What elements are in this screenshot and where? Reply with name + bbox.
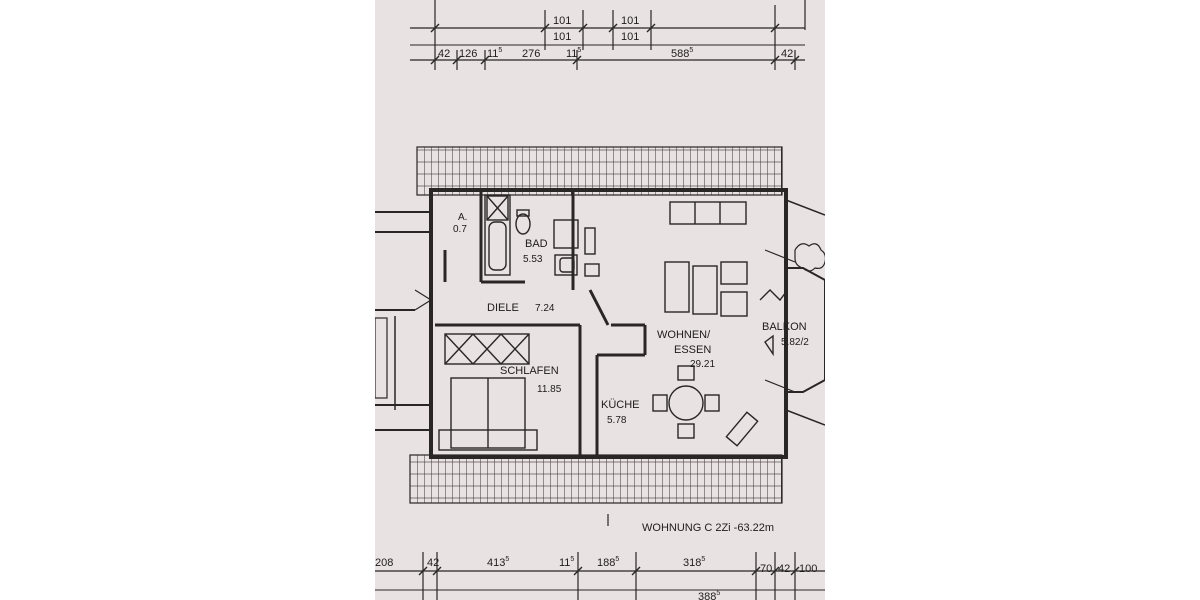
dim-top-126: 126 [459,48,477,60]
top-dimension-chains: 101 101 101 101 42 126 115 276 115 5885 … [410,0,806,70]
roof-hatching [409,146,783,504]
schlafen-area: 11.85 [537,384,562,395]
interior-walls [435,190,647,455]
balkon-area: 5.82/2 [781,337,809,348]
dim-bottom-318-5: 3185 [683,556,705,569]
dim-top-42-left: 42 [438,48,450,60]
bedroom-furniture [438,333,538,451]
bad-area: 5.53 [523,254,543,265]
apartment-title: WOHNUNG C 2Zi -63.22m [642,522,774,534]
bathroom-fixtures [484,194,600,277]
living-furniture [652,201,759,447]
schlafen-name: SCHLAFEN [500,365,559,377]
room-labels: A. 0.7 BAD 5.53 DIELE 7.24 WOHNEN/ ESSEN… [453,212,809,426]
dim-top-row2-a: 101 [553,31,571,43]
dim-bottom-70: 70 [760,563,772,575]
balkon-name: BALKON [762,321,807,333]
dim-top-11-5-a: 115 [487,47,502,60]
dim-bottom-11-5: 115 [559,556,574,569]
wohnen-name-line2: ESSEN [674,344,711,356]
wohnen-name-line1: WOHNEN/ [657,329,711,341]
floor-plan-sheet: 101 101 101 101 42 126 115 276 115 5885 … [375,0,825,600]
floor-plan-drawing: 101 101 101 101 42 126 115 276 115 5885 … [375,0,825,600]
dim-top-row2-b: 101 [621,31,639,43]
dim-top-row1-a: 101 [553,15,571,27]
abstell-area: 0.7 [453,224,467,235]
dim-top-row1-b: 101 [621,15,639,27]
dim-bottom-42-b: 42 [778,563,790,575]
dim-top-42-right: 42 [781,48,793,60]
kueche-name: KÜCHE [601,399,640,411]
dim-top-588-5: 5885 [671,47,693,60]
bottom-dimension-chains: 208 42 4135 115 1885 3185 70 42 100 3885 [375,552,825,600]
bad-name: BAD [525,238,548,250]
dim-bottom-208: 208 [375,557,393,569]
kueche-area: 5.78 [607,415,627,426]
diele-name: DIELE [487,302,519,314]
dim-bottom-388-5: 3885 [698,590,720,600]
diele-area: 7.24 [535,303,555,314]
balcony [759,243,825,393]
dim-bottom-100: 100 [799,563,817,575]
dim-top-276: 276 [522,48,540,60]
wohnen-area: 29.21 [690,359,715,370]
dim-bottom-413-5: 4135 [487,556,509,569]
dim-bottom-42-a: 42 [427,557,439,569]
dim-bottom-188-5: 1885 [597,556,619,569]
abstell-name: A. [458,212,467,223]
dim-top-11-5-b: 115 [566,47,581,60]
